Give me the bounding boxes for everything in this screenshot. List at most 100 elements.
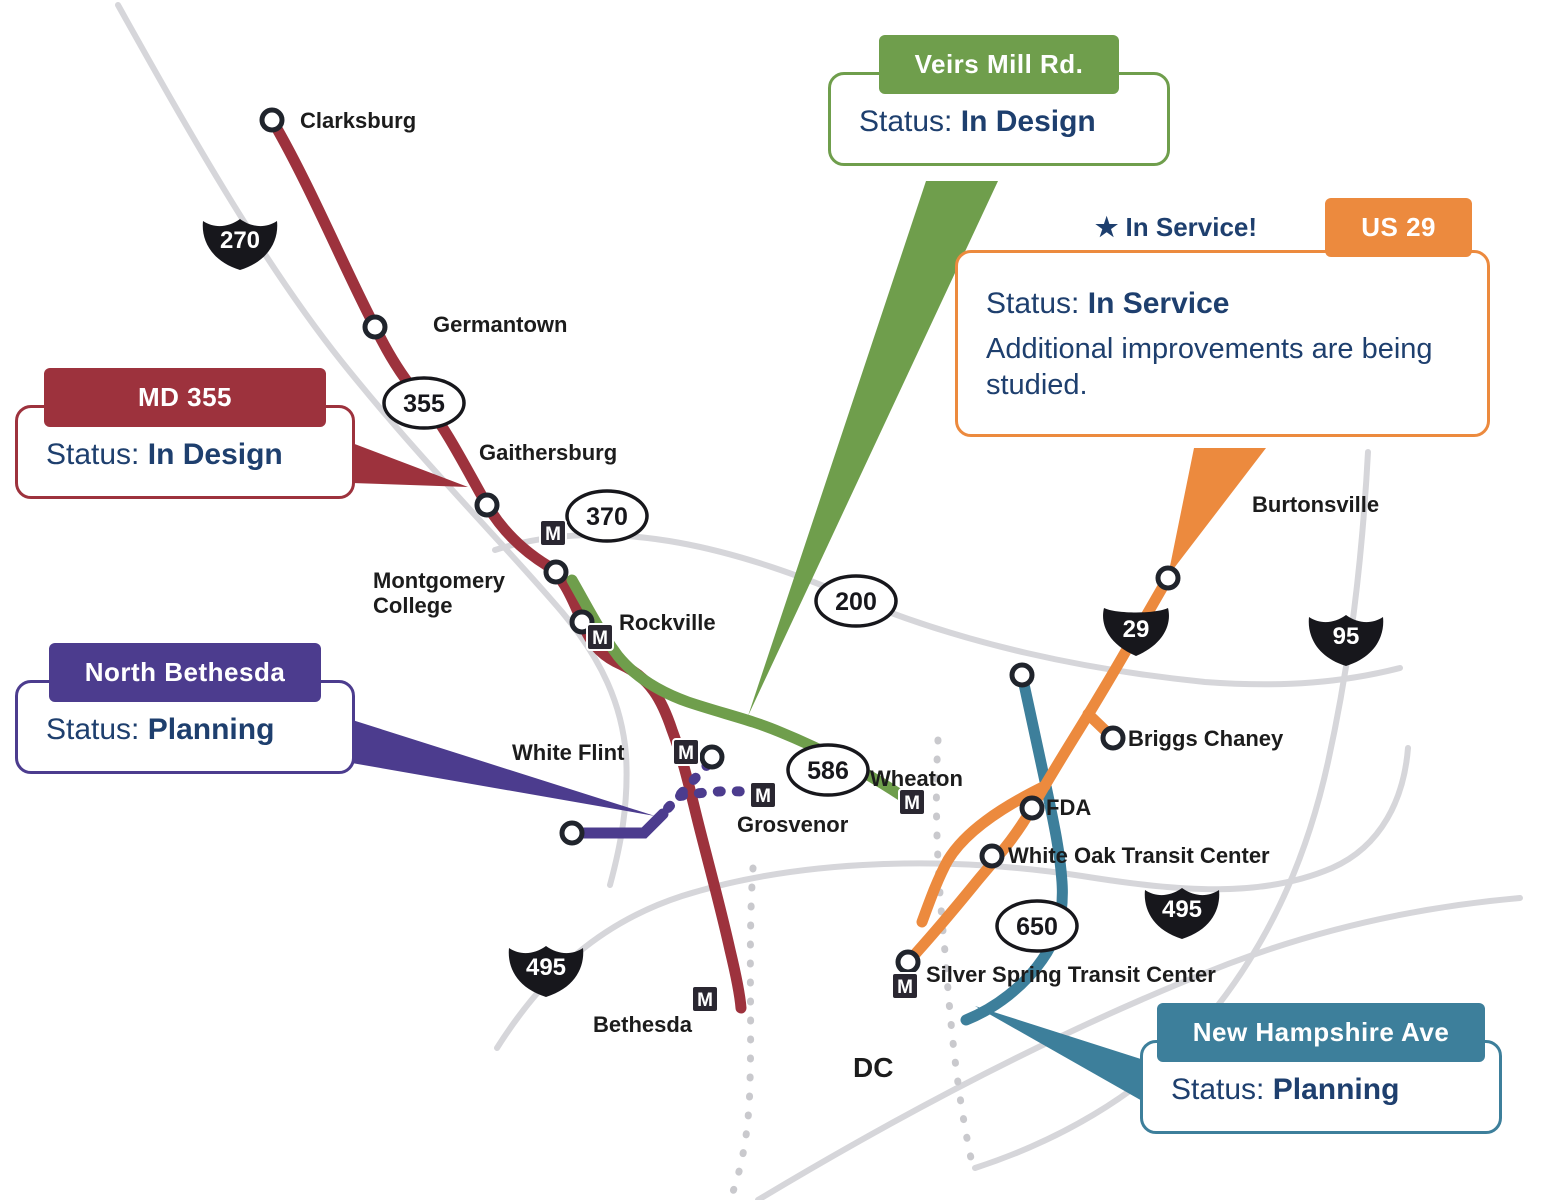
- highway-i95: [972, 449, 1371, 1171]
- metro-letter: M: [545, 524, 561, 545]
- station-marker-briggs-chaney: [1100, 725, 1126, 751]
- interstate-495-west-number: 495: [526, 954, 566, 981]
- md586-shield-number: 586: [807, 757, 849, 785]
- station-marker-north-bethesda-west: [559, 820, 585, 846]
- metro-icon-rockville: M: [586, 623, 614, 651]
- metro-badge: [586, 623, 614, 651]
- new-hampshire-callout-title: New Hampshire Ave: [1156, 1003, 1486, 1062]
- status-label: Status:: [1171, 1073, 1265, 1106]
- metro-icon-shady-grove: M: [539, 519, 567, 547]
- oval-shape: [565, 489, 649, 543]
- new-hampshire-callout-pointer: [975, 1006, 1144, 1102]
- veirs-mill-callout: Veirs Mill Rd. Status: In Design: [828, 35, 1170, 166]
- md200-shield-number: 200: [835, 588, 877, 616]
- in-service-note: ★ In Service!: [1095, 212, 1258, 242]
- metro-letter: M: [697, 990, 713, 1011]
- status-value: In Design: [147, 438, 283, 471]
- md355-callout-title: MD 355: [44, 368, 326, 427]
- highway-i270: [115, 2, 630, 888]
- md355-oval-shield: 355: [382, 376, 466, 430]
- metro-letter: M: [755, 786, 771, 807]
- label-fda: FDA: [1046, 795, 1092, 820]
- dc-boundary-east: [932, 736, 978, 1176]
- label-bethesda: Bethesda: [593, 1012, 693, 1037]
- shield-shape: [202, 219, 278, 270]
- metro-badge: [749, 781, 777, 809]
- label-silver-spring: Silver Spring Transit Center: [926, 962, 1216, 987]
- us-29-number: 29: [1123, 616, 1150, 643]
- interstate-270-shield: 270: [202, 219, 278, 270]
- station-marker-white-oak: [979, 843, 1005, 869]
- station-marker-fda: [1019, 795, 1045, 821]
- label-dc: DC: [853, 1052, 894, 1083]
- north-bethesda-route-dotted-grosvenor: [675, 786, 753, 801]
- md355-callout: MD 355 Status: In Design: [15, 368, 355, 499]
- oval-shape: [814, 574, 898, 628]
- us29-callout-note: Additional improvements are being studie…: [986, 333, 1433, 402]
- station-marker-montgomery-college: [543, 559, 569, 585]
- status-value: Planning: [1272, 1073, 1400, 1106]
- label-grosvenor: Grosvenor: [737, 812, 849, 837]
- md650-shield-number: 650: [1016, 913, 1058, 941]
- north-bethesda-callout: North Bethesda Status: Planning: [15, 643, 355, 774]
- label-wheaton: Wheaton: [870, 766, 963, 791]
- label-rockville: Rockville: [619, 610, 716, 635]
- md355-route: [266, 114, 747, 1014]
- md370-oval-shield: 370: [565, 489, 649, 543]
- shield-shape: [1308, 615, 1384, 666]
- md650-oval-shield: 650: [995, 899, 1079, 953]
- station-marker-new-hampshire-north: [1009, 662, 1035, 688]
- metro-icon-wheaton: M: [898, 788, 926, 816]
- status-label: Status:: [46, 713, 140, 746]
- status-label: Status:: [46, 438, 140, 471]
- north-bethesda-route-solid: [566, 808, 669, 839]
- label-germantown: Germantown: [433, 312, 568, 337]
- new-hampshire-route: [960, 669, 1068, 1026]
- highway-i495-beltway: [494, 745, 1411, 1051]
- md370-shield-number: 370: [586, 503, 628, 531]
- shield-shape: [508, 946, 584, 997]
- interstate-270-number: 270: [220, 227, 260, 254]
- station-marker-burtonsville: [1155, 565, 1181, 591]
- oval-shape: [382, 376, 466, 430]
- status-label: Status:: [986, 287, 1080, 320]
- label-burtonsville: Burtonsville: [1252, 492, 1380, 517]
- metro-badge: [539, 519, 567, 547]
- status-value: In Service: [1087, 287, 1230, 320]
- metro-letter: M: [897, 977, 913, 998]
- shield-shape: [1144, 888, 1220, 939]
- us29-callout-pointer: [1168, 448, 1266, 576]
- status-label: Status:: [859, 105, 953, 138]
- md200-oval-shield: 200: [814, 574, 898, 628]
- label-briggs-chaney: Briggs Chaney: [1128, 726, 1284, 751]
- interstate-95-number: 95: [1333, 623, 1360, 650]
- us-29-shield: 29: [1103, 608, 1169, 656]
- oval-shape: [786, 743, 870, 797]
- metro-icon-silver-spring: M: [891, 972, 919, 1000]
- oval-shape: [995, 899, 1079, 953]
- metro-icon-grosvenor: M: [749, 781, 777, 809]
- veirs-mill-callout-body: Status: In Design: [828, 72, 1170, 166]
- north-bethesda-callout-title: North Bethesda: [48, 643, 322, 702]
- shield-shape: [1103, 608, 1169, 656]
- interstate-95-shield: 95: [1308, 615, 1384, 666]
- status-value: In Design: [960, 105, 1096, 138]
- label-clarksburg: Clarksburg: [300, 108, 417, 133]
- metro-letter: M: [678, 743, 694, 764]
- station-marker-clarksburg: [259, 107, 285, 133]
- metro-icon-white-flint: M: [672, 738, 700, 766]
- md586-oval-shield: 586: [786, 743, 870, 797]
- us29-callout-title: US 29: [1325, 198, 1472, 257]
- metro-letter: M: [592, 628, 608, 649]
- veirs-mill-callout-pointer: [748, 181, 998, 716]
- highway-southeast-road: [755, 895, 1523, 1200]
- label-white-flint: White Flint: [512, 740, 625, 765]
- metro-badge: [898, 788, 926, 816]
- metro-badge: [672, 738, 700, 766]
- us29-callout: ★ In Service! US 29 Status: In Service A…: [955, 198, 1490, 437]
- station-marker-white-flint: [699, 744, 725, 770]
- station-marker-germantown: [362, 314, 388, 340]
- us29-callout-body: Status: In Service Additional improvemen…: [955, 250, 1490, 437]
